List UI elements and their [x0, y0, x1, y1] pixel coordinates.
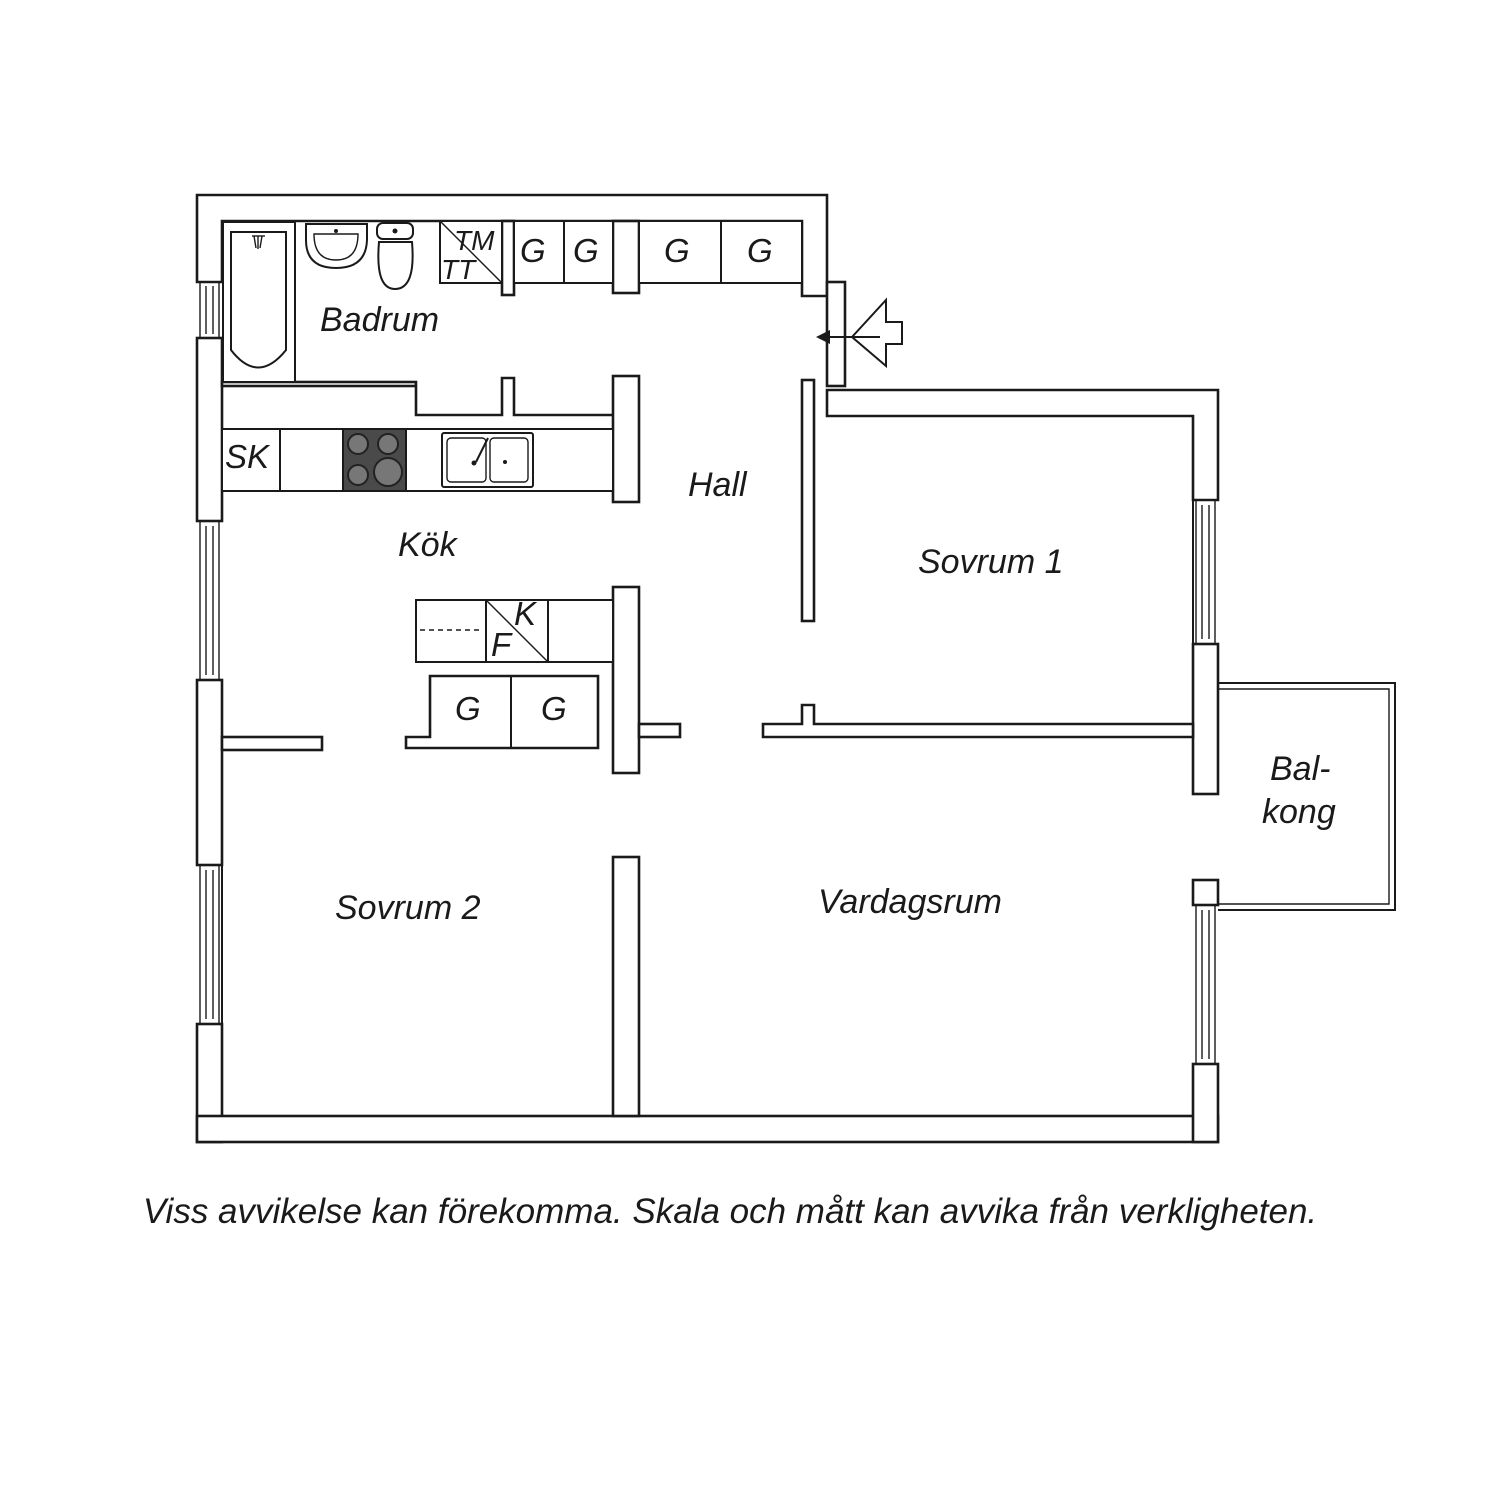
room-label-balkong-1: Bal- [1270, 750, 1330, 788]
disclaimer-text: Viss avvikelse kan förekomma. Skala och … [142, 1192, 1318, 1231]
room-labels: Badrum Kök Hall Sovrum 1 Sovrum 2 Vardag… [320, 301, 1336, 927]
f-label: F [491, 626, 513, 663]
balcony [1218, 682, 1396, 911]
tt-label: TT [441, 254, 477, 285]
room-label-balkong-2: kong [1262, 793, 1336, 831]
interior-walls [220, 219, 1195, 1118]
wardrobe-label: G [455, 690, 481, 727]
room-label-badrum: Badrum [320, 301, 439, 339]
wardrobe-label: G [573, 232, 599, 269]
tm-label: TM [454, 225, 495, 256]
room-label-sovrum-2: Sovrum 2 [335, 889, 481, 927]
sk-label: SK [225, 438, 271, 475]
windows [199, 281, 1216, 1065]
entrance-arrow-icon [816, 297, 903, 369]
room-label-vardagsrum: Vardagsrum [818, 883, 1002, 921]
stove-icon [342, 428, 407, 492]
wardrobe-label: G [747, 232, 773, 269]
room-label-kok: Kök [398, 526, 459, 564]
k-label: K [514, 595, 538, 632]
wardrobes-hall: G G [404, 674, 600, 750]
wardrobes-top: G G G G [513, 220, 803, 284]
wardrobe-label: G [520, 232, 546, 269]
wardrobe-label: G [664, 232, 690, 269]
bathtub-icon [222, 221, 296, 383]
wardrobe-label: G [541, 690, 567, 727]
toilet-icon [376, 222, 414, 291]
room-label-sovrum-1: Sovrum 1 [918, 543, 1064, 581]
washer-dryer: TM TT [439, 220, 503, 285]
room-outlines [221, 416, 1194, 1116]
sink-icon [305, 223, 368, 270]
kitchen-sink-icon [441, 432, 534, 488]
fridge-freezer: K F [415, 595, 614, 663]
room-label-hall: Hall [688, 466, 748, 504]
kitchen-counter: SK [221, 428, 614, 492]
